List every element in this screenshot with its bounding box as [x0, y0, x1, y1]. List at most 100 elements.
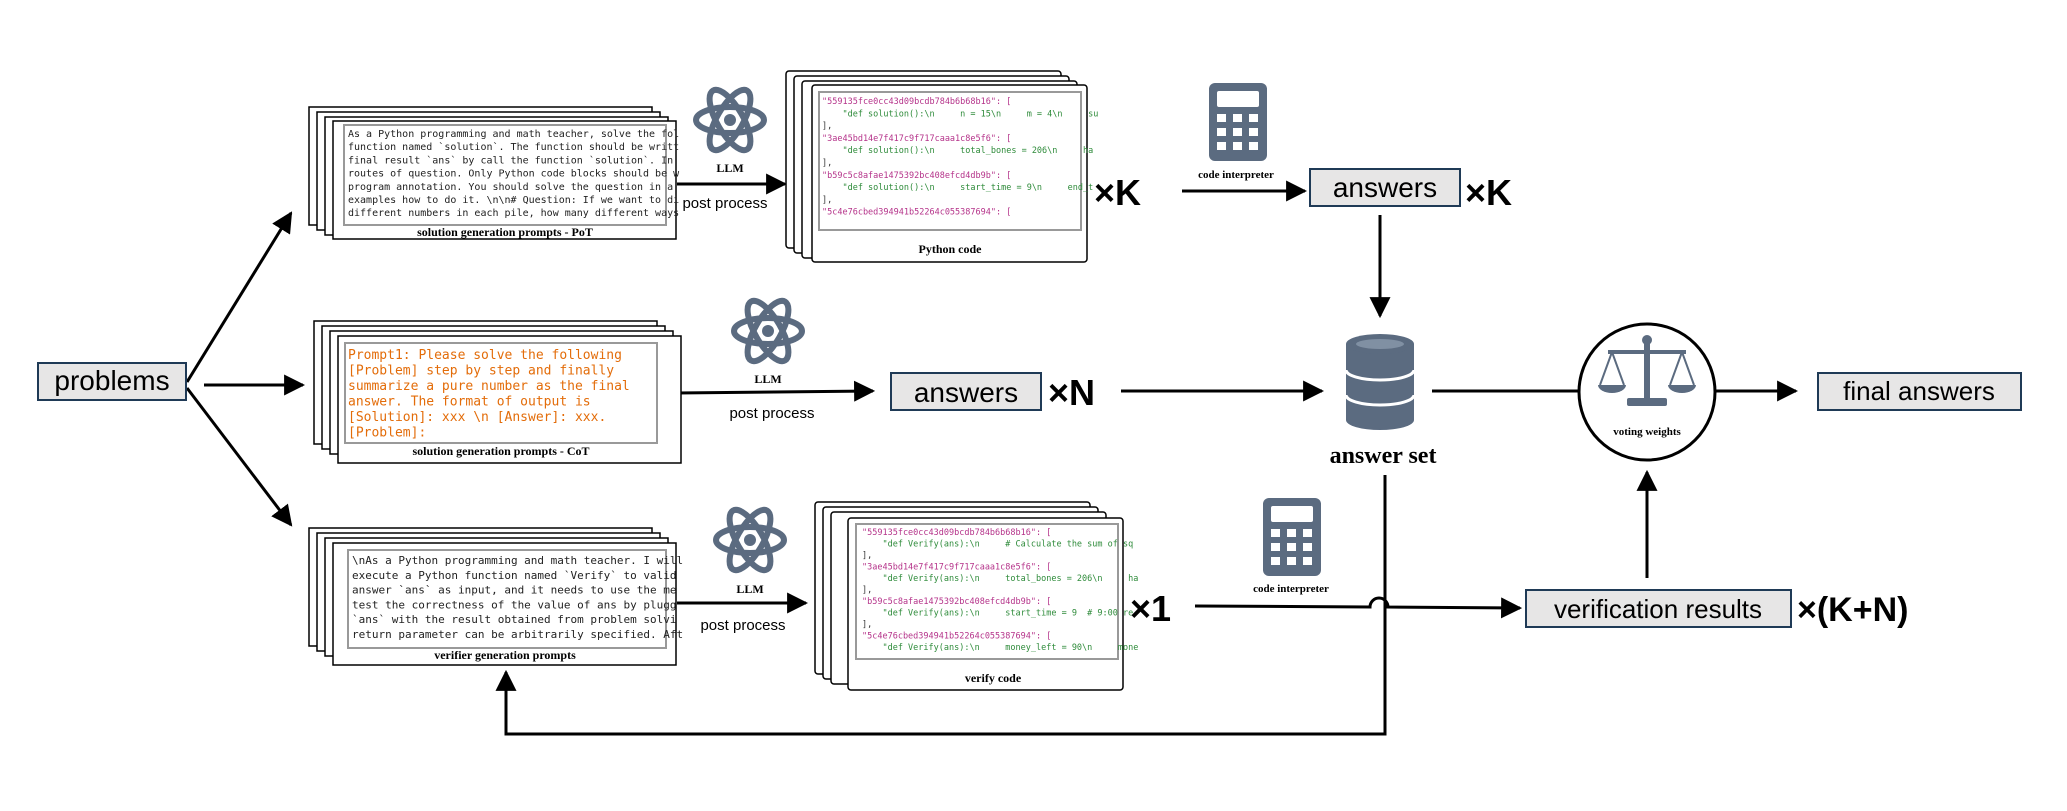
- text-line: `ans` with the result obtained from prob…: [352, 613, 677, 626]
- text-line: return parameter can be arbitrarily spec…: [352, 628, 683, 641]
- text-line: "def solution():\n start_time = 9\n end_…: [822, 183, 1093, 193]
- calculator-icon: [1209, 83, 1267, 161]
- cot-prompt-text: Prompt1: Please solve the following[Prob…: [348, 348, 630, 441]
- final-answers-label: final answers: [1843, 376, 1995, 406]
- text-line: answer. The format of output is: [348, 395, 591, 410]
- python-code-caption: Python code: [919, 242, 983, 256]
- verifier-caption: verifier generation prompts: [434, 648, 576, 662]
- verify-code-text: "559135fce0cc43d09bcdb784b6b68b16": [ "d…: [862, 528, 1138, 653]
- llm-cot: LLM post process: [729, 295, 815, 422]
- text-line: Prompt1: Please solve the following: [348, 348, 622, 363]
- code-interpreter-top: code interpreter: [1198, 83, 1274, 181]
- edge-problems-verifier: [185, 387, 293, 527]
- verification-results-node: verification results: [1525, 589, 1792, 628]
- verifier-prompt-stack: \nAs a Python programming and math teach…: [308, 527, 683, 666]
- text-line: ],: [822, 122, 832, 132]
- multiplier-answers-k: ×K: [1465, 172, 1512, 213]
- pot-prompt-stack: As a Python programming and math teacher…: [308, 106, 680, 240]
- text-line: final result `ans` by call the function …: [348, 154, 673, 166]
- post-process-label: post process: [729, 405, 814, 422]
- text-line: "def solution():\n total_bones = 206\n h…: [822, 146, 1093, 156]
- text-line: "559135fce0cc43d09bcdb784b6b68b16": [: [862, 528, 1051, 538]
- final-answers-node: final answers: [1817, 372, 2022, 411]
- edge-set-feedback: [495, 475, 1387, 736]
- pot-caption: solution generation prompts - PoT: [417, 225, 593, 239]
- text-line: routes of question. Only Python code blo…: [348, 169, 680, 180]
- cot-caption: solution generation prompts - CoT: [412, 444, 589, 458]
- text-line: ],: [862, 551, 872, 561]
- edge-problems-pot: [185, 211, 293, 383]
- multiplier-verify-1: ×1: [1130, 588, 1171, 629]
- text-line: test the correctness of the value of ans…: [352, 598, 677, 611]
- database-icon: [1344, 334, 1416, 430]
- text-line: [Solution]: xxx \n [Answer]: xxx.: [348, 410, 606, 425]
- scales-icon: [1598, 335, 1696, 406]
- answers-n-label: answers: [914, 377, 1018, 408]
- multiplier-verification-kn: ×(K+N): [1797, 591, 1908, 629]
- answers-k-label: answers: [1333, 172, 1437, 203]
- pot-prompt-text: As a Python programming and math teacher…: [348, 129, 680, 219]
- text-line: answer `ans` as input, and it needs to u…: [352, 584, 677, 597]
- answers-n-node: answers: [890, 372, 1042, 411]
- text-line: As a Python programming and math teacher…: [348, 129, 679, 140]
- code-interpreter-label: code interpreter: [1198, 169, 1274, 181]
- code-interpreter-label: code interpreter: [1253, 583, 1329, 595]
- text-line: [Problem]:: [348, 426, 426, 441]
- text-line: "b59c5c8afae1475392bc408efcd4db9b": [: [862, 597, 1051, 607]
- text-line: "def solution():\n n = 15\n m = 4\n su: [822, 109, 1098, 119]
- problems-node: problems: [37, 362, 187, 401]
- text-line: execute a Python function named `Verify`…: [352, 569, 677, 582]
- llm-label: LLM: [736, 582, 763, 596]
- text-line: ],: [862, 620, 872, 630]
- multiplier-answers-n: ×N: [1048, 372, 1095, 413]
- verification-results-label: verification results: [1554, 594, 1762, 624]
- voting-weights-node: voting weights: [1577, 322, 1717, 462]
- text-line: "559135fce0cc43d09bcdb784b6b68b16": [: [822, 97, 1011, 107]
- llm-label: LLM: [754, 372, 781, 386]
- python-code-stack: "559135fce0cc43d09bcdb784b6b68b16": [ "d…: [785, 70, 1098, 263]
- code-interpreter-bottom: code interpreter: [1253, 498, 1329, 595]
- answer-set-node: answer set: [1330, 334, 1437, 469]
- text-line: "3ae45bd14e7f417c9f717caaa1c8e5f6": [: [862, 563, 1051, 573]
- llm-label: LLM: [716, 161, 743, 175]
- verify-code-caption: verify code: [965, 671, 1022, 685]
- text-line: function named `solution`. The function …: [348, 141, 679, 153]
- text-line: "5c4e76cbed394941b52264c055387694": [: [862, 632, 1051, 642]
- llm-pot: LLM post process: [682, 84, 768, 212]
- post-process-label: post process: [700, 617, 785, 634]
- answers-k-node: answers: [1309, 168, 1461, 207]
- text-line: "b59c5c8afae1475392bc408efcd4db9b": [: [822, 171, 1011, 181]
- voting-weights-label: voting weights: [1613, 426, 1681, 438]
- text-line: "5c4e76cbed394941b52264c055387694": [: [822, 208, 1011, 218]
- atom-icon: [716, 504, 784, 576]
- verify-code-stack: "559135fce0cc43d09bcdb784b6b68b16": [ "d…: [814, 501, 1138, 691]
- atom-icon: [734, 295, 802, 367]
- text-line: "def Verify(ans):\n # Calculate the sum …: [862, 540, 1133, 550]
- text-line: "def Verify(ans):\n money_left = 90\n mo…: [862, 643, 1138, 653]
- edge-cot-answers: [676, 380, 876, 402]
- post-process-label: post process: [682, 195, 767, 212]
- answer-set-label: answer set: [1330, 443, 1437, 469]
- text-line: "def Verify(ans):\n start_time = 9 # 9:0…: [862, 609, 1133, 619]
- multiplier-code-k: ×K: [1094, 172, 1141, 213]
- text-line: ],: [822, 195, 832, 205]
- text-line: [Problem] step by step and finally: [348, 364, 614, 379]
- edge-verify-results: [1194, 596, 1523, 619]
- connectors: [185, 173, 1799, 736]
- text-line: program annotation. You should solve the…: [348, 182, 673, 193]
- text-line: ],: [862, 586, 872, 596]
- text-line: \nAs a Python programming and math teach…: [352, 554, 683, 567]
- llm-verifier: LLM post process: [700, 504, 785, 634]
- text-line: "3ae45bd14e7f417c9f717caaa1c8e5f6": [: [822, 134, 1011, 144]
- text-line: different numbers in each pile, how many…: [348, 208, 679, 219]
- text-line: "def Verify(ans):\n total_bones = 206\n …: [862, 574, 1138, 584]
- verifier-prompt-text: \nAs a Python programming and math teach…: [352, 554, 683, 641]
- problems-label: problems: [54, 365, 169, 396]
- text-line: examples how to do it. \n\n# Question: I…: [348, 195, 679, 206]
- atom-icon: [696, 84, 764, 156]
- python-code-text: "559135fce0cc43d09bcdb784b6b68b16": [ "d…: [822, 97, 1098, 218]
- calculator-icon: [1263, 498, 1321, 576]
- text-line: ],: [822, 159, 832, 169]
- cot-prompt-stack: Prompt1: Please solve the following[Prob…: [313, 320, 682, 464]
